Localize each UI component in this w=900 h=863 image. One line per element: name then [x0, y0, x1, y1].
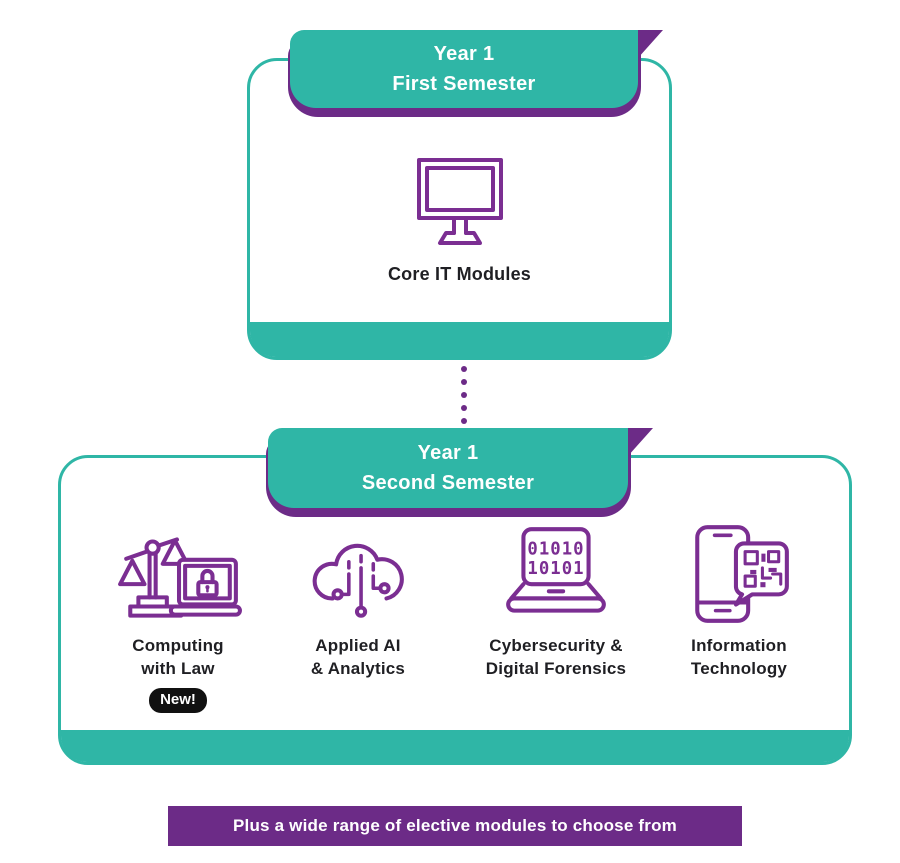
semester1-title-line2: First Semester [392, 73, 536, 95]
semester2-title-line2: Second Semester [361, 472, 535, 494]
new-badge: New! [149, 688, 207, 713]
module-cybersecurity-digital-forensics: 01010 10101 Cybersecurity & Digital Fore… [456, 515, 656, 680]
semester1-banner-title: Year 1 First Semester [290, 30, 638, 108]
connector-dot [461, 366, 467, 372]
module-label: Applied AI & Analytics [310, 636, 406, 678]
law-scales-laptop-icon [118, 537, 242, 618]
connector-dot [461, 418, 467, 424]
connector-dot [461, 379, 467, 385]
binary-laptop-icon: 01010 10101 [506, 527, 606, 613]
svg-text:10101: 10101 [527, 559, 584, 579]
desktop-monitor-icon [416, 158, 503, 245]
icon-wrap [112, 515, 244, 625]
module-label: Computing with Law [132, 636, 224, 678]
icon-wrap [683, 515, 795, 625]
core-it-module: Core IT Modules [247, 155, 672, 285]
phone-qr-code-icon [695, 525, 789, 623]
ribbon-fold-icon [638, 30, 663, 58]
core-it-module-label: Core IT Modules [387, 264, 531, 284]
semester1-box-bottom-bar [250, 322, 669, 357]
elective-modules-banner: Plus a wide range of elective modules to… [168, 806, 742, 846]
semester2-title-line1: Year 1 [417, 442, 479, 464]
ribbon-fold-icon [628, 428, 653, 456]
icon-wrap: 01010 10101 [499, 515, 613, 625]
module-computing-with-law: Computing with Law New! [88, 515, 268, 713]
connector-dot [461, 392, 467, 398]
icon-wrap [302, 515, 414, 625]
semester1-banner: Year 1 First Semester [288, 30, 663, 117]
svg-text:01010: 01010 [527, 540, 584, 560]
ai-cloud-circuit-icon [312, 543, 404, 618]
module-applied-ai-analytics: Applied AI & Analytics [268, 515, 448, 680]
dotted-connector [461, 366, 467, 424]
module-information-technology: Information Technology [649, 515, 829, 680]
module-label: Information Technology [690, 636, 788, 678]
connector-dot [461, 405, 467, 411]
semester2-banner-title: Year 1 Second Semester [268, 428, 628, 508]
module-label: Cybersecurity & Digital Forensics [485, 636, 627, 678]
semester2-banner: Year 1 Second Semester [266, 428, 653, 517]
semester1-title-line1: Year 1 [433, 43, 495, 65]
semester2-box-bottom-bar [61, 730, 849, 762]
